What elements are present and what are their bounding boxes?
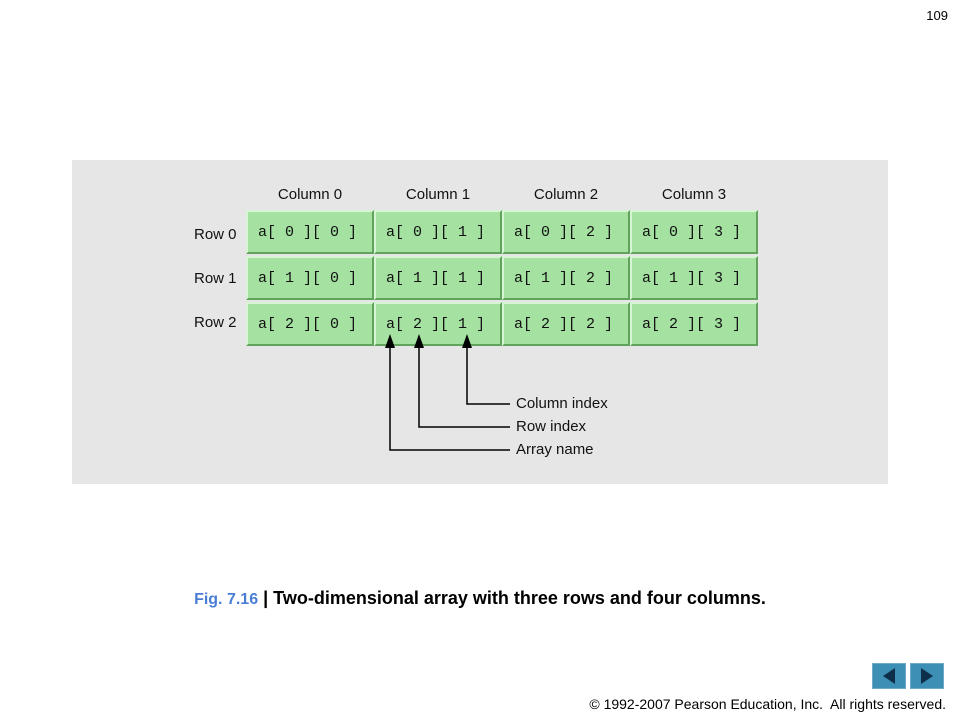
array-cell: a[ 2 ][ 2 ]	[502, 302, 630, 346]
row-label-0: Row 0	[194, 226, 237, 243]
caption-text: Two-dimensional array with three rows an…	[273, 588, 766, 608]
column-index-label: Column index	[516, 395, 608, 412]
triangle-right-icon	[921, 668, 933, 684]
page-number: 109	[926, 8, 948, 23]
array-name-pointer-line	[389, 347, 510, 451]
array-cell: a[ 0 ][ 0 ]	[246, 210, 374, 254]
array-cell: a[ 1 ][ 3 ]	[630, 256, 758, 300]
row-index-label: Row index	[516, 418, 587, 435]
figure-number: Fig. 7.16	[194, 591, 259, 608]
array-cell: a[ 0 ][ 3 ]	[630, 210, 758, 254]
caption-separator: |	[263, 588, 269, 608]
row-index-pointer-line	[418, 347, 510, 428]
column-header-1: Column 1	[405, 186, 471, 203]
array-cell: a[ 2 ][ 1 ]	[374, 302, 502, 346]
array-cell: a[ 0 ][ 1 ]	[374, 210, 502, 254]
triangle-left-icon	[883, 668, 895, 684]
copyright-notice: © 1992-2007 Pearson Education, Inc. All …	[589, 696, 946, 712]
copyright-symbol: ©	[589, 696, 600, 712]
row-label-2: Row 2	[194, 314, 237, 331]
array-cell: a[ 1 ][ 2 ]	[502, 256, 630, 300]
column-header-3: Column 3	[661, 186, 727, 203]
array-name-arrowhead	[385, 334, 395, 348]
previous-slide-button[interactable]	[872, 663, 906, 689]
column-index-pointer-line	[466, 347, 510, 405]
row-label-1: Row 1	[194, 270, 237, 287]
column-header-2: Column 2	[533, 186, 599, 203]
array-cell: a[ 0 ][ 2 ]	[502, 210, 630, 254]
array-cell: a[ 1 ][ 0 ]	[246, 256, 374, 300]
array-name-label: Array name	[516, 441, 594, 458]
copyright-text: 1992-2007 Pearson Education, Inc. All ri…	[603, 696, 946, 712]
array-cell: a[ 2 ][ 0 ]	[246, 302, 374, 346]
array-cell: a[ 1 ][ 1 ]	[374, 256, 502, 300]
next-slide-button[interactable]	[910, 663, 944, 689]
figure-caption: Fig. 7.16 | Two-dimensional array with t…	[0, 588, 960, 609]
row-index-arrowhead	[414, 334, 424, 348]
column-header-0: Column 0	[277, 186, 343, 203]
array-cell: a[ 2 ][ 3 ]	[630, 302, 758, 346]
column-index-arrowhead	[462, 334, 472, 348]
